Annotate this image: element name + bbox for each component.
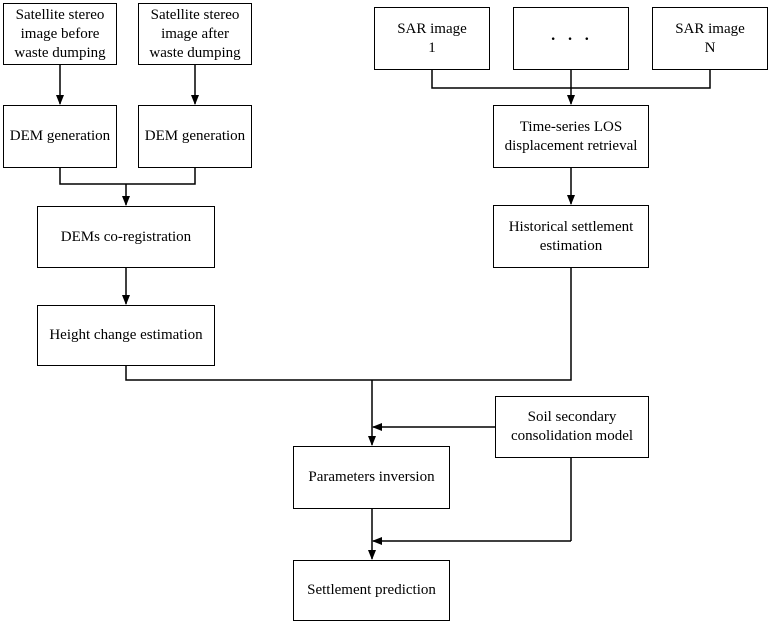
dem-coregistration-box: DEMs co-registration xyxy=(37,206,215,268)
stereo-after-label: Satellite stereo image after waste dumpi… xyxy=(149,6,241,61)
parameters-inversion-box: Parameters inversion xyxy=(293,446,450,509)
parameters-inversion-label: Parameters inversion xyxy=(308,469,435,485)
dem-generation-label-1: DEM generation xyxy=(9,128,111,144)
merge-height-historical xyxy=(125,268,572,381)
los-retrieval-label: Time-series LOS displacement retrieval xyxy=(504,118,638,154)
stereo-before-label: Satellite stereo image before waste dump… xyxy=(14,6,106,61)
merge-dem-generation xyxy=(59,168,196,185)
dem-generation-box-1: DEM generation xyxy=(3,105,117,168)
sar-image-n-label: SAR image N xyxy=(675,20,745,56)
soil-model-box: Soil secondary consolidation model xyxy=(495,396,649,458)
height-change-box: Height change estimation xyxy=(37,305,215,366)
settlement-prediction-box: Settlement prediction xyxy=(293,560,450,621)
historical-settlement-box: Historical settlement estimation xyxy=(493,205,649,268)
dem-generation-box-2: DEM generation xyxy=(138,105,252,168)
dem-coregistration-label: DEMs co-registration xyxy=(60,228,192,245)
sar-image-n-box: SAR image N xyxy=(652,7,768,70)
sar-ellipsis-label: · · · xyxy=(549,26,593,51)
sar-image-1-label: SAR image 1 xyxy=(397,20,467,56)
settlement-prediction-label: Settlement prediction xyxy=(307,582,436,598)
stereo-before-box: Satellite stereo image before waste dump… xyxy=(3,3,117,65)
los-retrieval-box: Time-series LOS displacement retrieval xyxy=(493,105,649,168)
soil-model-label: Soil secondary consolidation model xyxy=(510,409,634,444)
historical-settlement-label: Historical settlement estimation xyxy=(508,218,634,254)
stereo-after-box: Satellite stereo image after waste dumpi… xyxy=(138,3,252,65)
sar-image-1-box: SAR image 1 xyxy=(374,7,490,70)
sar-ellipsis-box: · · · xyxy=(513,7,629,70)
height-change-label: Height change estimation xyxy=(49,327,203,343)
dem-generation-label-2: DEM generation xyxy=(144,128,246,144)
